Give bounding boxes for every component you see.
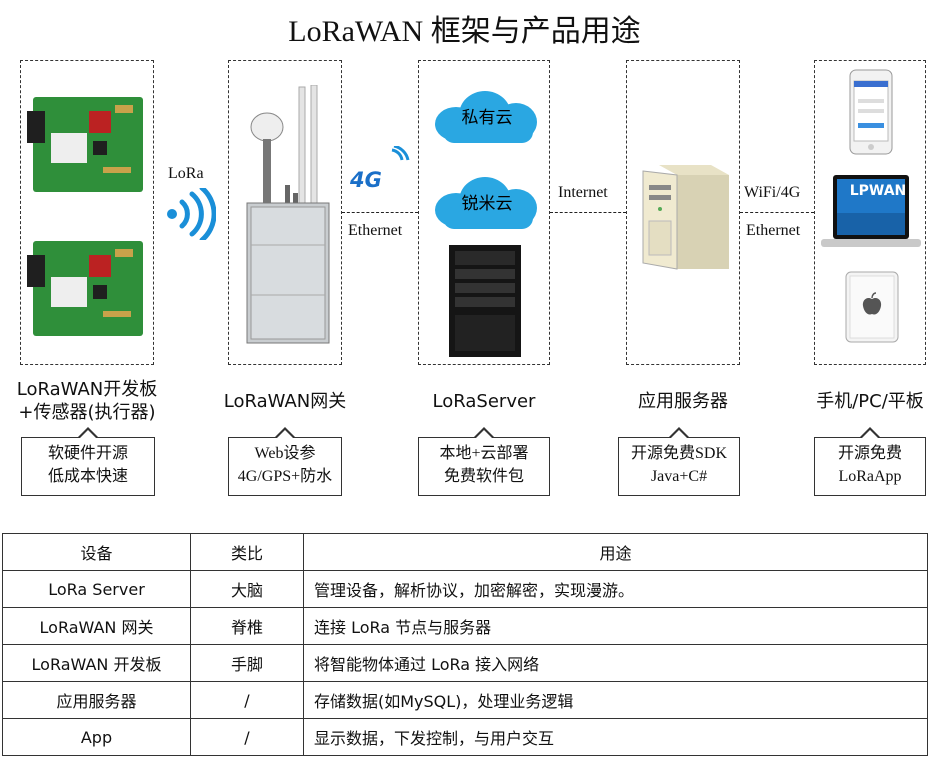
- table-cell-device: LoRa Server: [2, 570, 191, 608]
- devboard-image-top: [27, 97, 143, 192]
- table-header-analogy: 类比: [190, 533, 304, 571]
- usage-table: 设备 类比 用途 LoRa Server 大脑 管理设备，解析协议，加密解密，实…: [2, 533, 928, 756]
- link-wifi4g-label: WiFi/4G: [744, 184, 801, 201]
- phone-image: [849, 69, 893, 155]
- table-header-device: 设备: [2, 533, 191, 571]
- devboard-box: [20, 60, 154, 365]
- terminals-callout-line2: LoRaApp: [838, 468, 902, 485]
- table-row: LoRaWAN 开发板 手脚 将智能物体通过 LoRa 接入网络: [2, 644, 928, 682]
- link-appserver-terminals: [740, 212, 814, 213]
- private-cloud-label: 私有云: [461, 108, 513, 128]
- table-cell-device: LoRaWAN 网关: [2, 607, 191, 645]
- private-cloud: 私有云: [429, 87, 545, 143]
- link-server-appserver: [550, 212, 626, 213]
- table-cell-usage: 连接 LoRa 节点与服务器: [303, 607, 928, 645]
- page-title: LoRaWAN 框架与产品用途: [288, 15, 641, 48]
- link-gateway-server: [342, 212, 418, 213]
- appserver-callout-line2: Java+C#: [650, 468, 708, 485]
- table-cell-analogy: /: [190, 718, 304, 756]
- gateway-callout-line2: 4G/GPS+防水: [237, 468, 333, 485]
- wifi-signal-icon: [167, 188, 216, 240]
- table-cell-usage: 管理设备，解析协议，加密解密，实现漫游。: [303, 570, 928, 608]
- gateway-callout: Web设参 4G/GPS+防水: [228, 427, 342, 496]
- table-row: App / 显示数据，下发控制，与用户交互: [2, 718, 928, 756]
- devboard-callout-line2: 低成本快速: [47, 468, 128, 485]
- table-header-usage: 用途: [303, 533, 928, 571]
- table-cell-device: 应用服务器: [2, 681, 191, 719]
- loraserver-label: LoRaServer: [432, 391, 536, 412]
- appserver-callout: 开源免费SDK Java+C#: [618, 427, 740, 496]
- table-row: LoRa Server 大脑 管理设备，解析协议，加密解密，实现漫游。: [2, 570, 928, 608]
- ruimi-cloud: 锐米云: [429, 173, 545, 229]
- table-cell-analogy: 手脚: [190, 644, 304, 682]
- terminals-label: 手机/PC/平板: [816, 391, 924, 412]
- loraserver-callout-line2: 免费软件包: [443, 468, 524, 485]
- table-cell-analogy: 大脑: [190, 570, 304, 608]
- appserver-box: [626, 60, 740, 365]
- devboard-image-bottom: [27, 241, 143, 336]
- table-cell-device: App: [2, 718, 191, 756]
- laptop-brand-text: LPWAN: [849, 183, 907, 199]
- loraserver-box: 私有云 锐米云: [418, 60, 550, 365]
- gateway-label: LoRaWAN网关: [223, 391, 347, 412]
- gateway-callout-line1: Web设参: [254, 445, 316, 462]
- terminals-box: LPWAN: [814, 60, 926, 365]
- gateway-box: [228, 60, 342, 365]
- loraserver-callout-line1: 本地+云部署: [439, 445, 529, 462]
- table-cell-analogy: 脊椎: [190, 607, 304, 645]
- link-internet-label: Internet: [558, 184, 608, 201]
- table-cell-usage: 存储数据(如MySQL)，处理业务逻辑: [303, 681, 928, 719]
- terminals-callout-line1: 开源免费: [837, 445, 902, 462]
- link-ethernet2-label: Ethernet: [746, 222, 801, 239]
- table-row: LoRaWAN 网关 脊椎 连接 LoRa 节点与服务器: [2, 607, 928, 645]
- link-ethernet1-label: Ethernet: [348, 222, 403, 239]
- devboard-callout-line1: 软硬件开源: [47, 445, 128, 462]
- link-lora-label: LoRa: [168, 165, 204, 182]
- tablet-image: [845, 271, 899, 343]
- 4g-signal-icon: [391, 146, 410, 161]
- 4g-badge: 4G: [350, 168, 382, 192]
- table-cell-device: LoRaWAN 开发板: [2, 644, 191, 682]
- server-tower-image: [449, 245, 521, 357]
- app-server-image: [642, 165, 729, 270]
- table-cell-usage: 显示数据，下发控制，与用户交互: [303, 718, 928, 756]
- laptop-image: [821, 175, 921, 247]
- table-row: 应用服务器 / 存储数据(如MySQL)，处理业务逻辑: [2, 681, 928, 719]
- devboard-label: LoRaWAN开发板 +传感器(执行器): [0, 378, 174, 424]
- gateway-image: [246, 85, 330, 344]
- table-header-row: 设备 类比 用途: [2, 533, 928, 571]
- table-cell-usage: 将智能物体通过 LoRa 接入网络: [303, 644, 928, 682]
- ruimi-cloud-label: 锐米云: [461, 194, 513, 214]
- appserver-label: 应用服务器: [638, 391, 728, 412]
- table-cell-analogy: /: [190, 681, 304, 719]
- devboard-callout: 软硬件开源 低成本快速: [21, 427, 155, 496]
- appserver-callout-line1: 开源免费SDK: [630, 445, 727, 462]
- devboard-label-line1: LoRaWAN开发板: [16, 379, 158, 400]
- loraserver-callout: 本地+云部署 免费软件包: [418, 427, 550, 496]
- devboard-label-line2: +传感器(执行器): [18, 402, 156, 423]
- terminals-callout: 开源免费 LoRaApp: [814, 427, 926, 496]
